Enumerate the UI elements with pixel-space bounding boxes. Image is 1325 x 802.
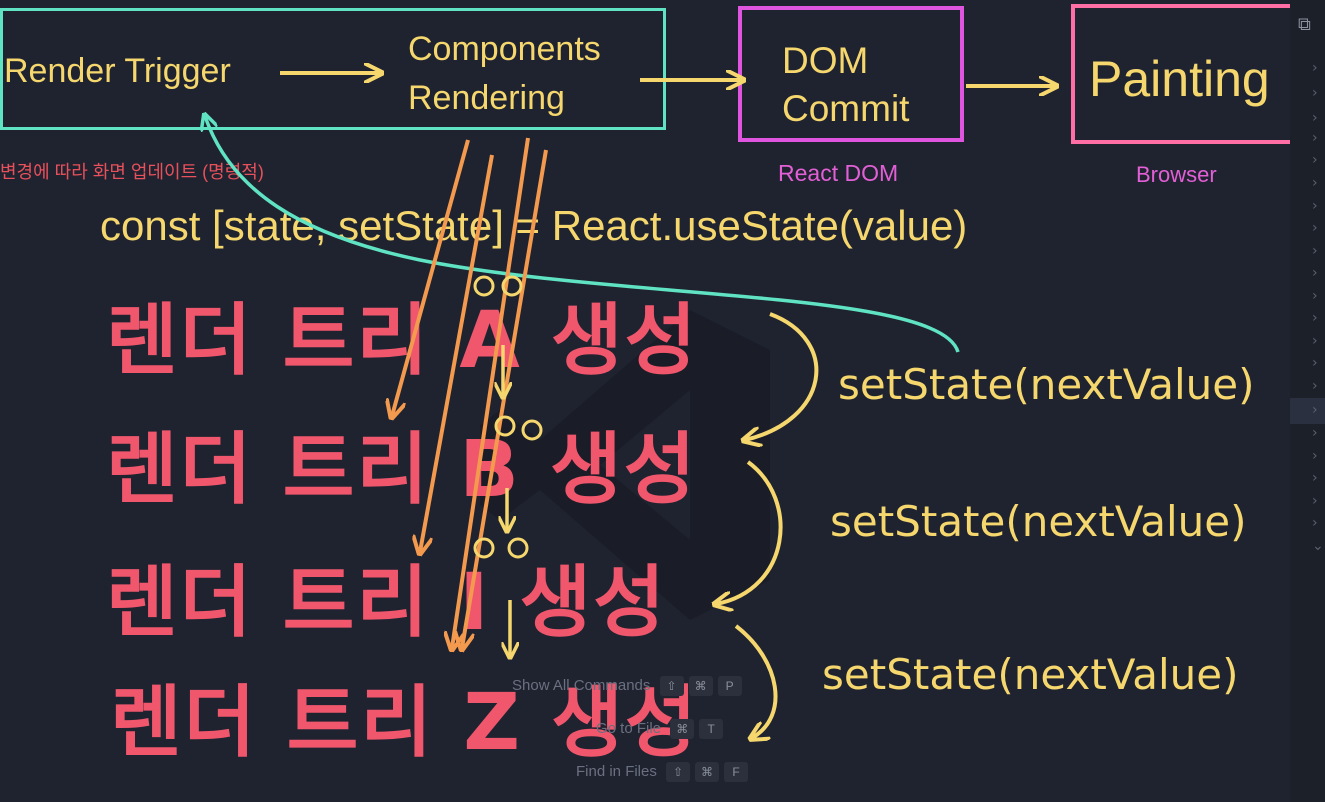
set-state-label-2: setState(nextValue) [830, 497, 1247, 546]
chevron-right-icon[interactable]: › [1312, 175, 1318, 191]
p-key: P [717, 676, 742, 696]
render-tree-i-label: 렌더 트리 I 생성 [106, 558, 668, 648]
curve-arrow-i-to-z [734, 624, 778, 738]
shift-key: ⇧ [659, 676, 684, 696]
set-state-label-1: setState(nextValue) [838, 360, 1255, 409]
chevron-right-icon[interactable]: › [1312, 402, 1318, 418]
render-tree-b-label: 렌더 트리 B 생성 [106, 425, 698, 515]
gutter-selected-row [1290, 398, 1325, 424]
chevron-right-icon[interactable]: › [1312, 265, 1318, 281]
chevron-right-icon[interactable]: › [1312, 425, 1318, 441]
use-state-code: const [state, setState] = React.useState… [100, 202, 968, 249]
imperative-update-note: 변경에 따라 화면 업데이트 (명령적) [0, 162, 264, 182]
browser-caption: Browser [1136, 162, 1217, 187]
chevron-right-icon[interactable]: › [1312, 85, 1318, 101]
render-trigger-label: Render Trigger [4, 52, 231, 90]
palette-show-all-commands[interactable]: Show All Commands ⇧⌘P [512, 676, 742, 696]
cmd-key: ⌘ [670, 719, 695, 739]
cmd-key: ⌘ [688, 676, 713, 696]
chevron-right-icon[interactable]: › [1312, 378, 1318, 394]
chevron-right-icon[interactable]: › [1312, 493, 1318, 509]
chevron-right-icon[interactable]: › [1312, 333, 1318, 349]
dom-label: DOM [782, 40, 869, 81]
palette-go-to-file[interactable]: Go to File ⌘T [596, 719, 724, 739]
chevron-right-icon[interactable]: › [1312, 220, 1318, 236]
rendering-label: Rendering [408, 79, 565, 117]
chevron-down-icon[interactable]: ⌄ [1312, 538, 1324, 554]
palette-label: Find in Files [576, 762, 657, 780]
palette-label: Go to File [596, 719, 662, 737]
chevron-right-icon[interactable]: › [1312, 310, 1318, 326]
palette-label: Show All Commands [512, 676, 651, 694]
copy-icon[interactable]: ⧉ [1298, 14, 1311, 35]
f-key: F [724, 762, 749, 782]
cmd-key: ⌘ [695, 762, 720, 782]
chevron-right-icon[interactable]: › [1312, 60, 1318, 76]
chevron-right-icon[interactable]: › [1312, 515, 1318, 531]
chevron-right-icon[interactable]: › [1312, 288, 1318, 304]
react-dom-caption: React DOM [778, 160, 899, 186]
chevron-right-icon[interactable]: › [1312, 448, 1318, 464]
components-label: Components [408, 30, 601, 68]
chevron-right-icon[interactable]: › [1312, 355, 1318, 371]
render-tree-a-label: 렌더 트리 A 생성 [106, 296, 699, 386]
chevron-right-icon[interactable]: › [1312, 130, 1318, 146]
t-key: T [699, 719, 724, 739]
chevron-right-icon[interactable]: › [1312, 110, 1318, 126]
chevron-right-icon[interactable]: › [1312, 198, 1318, 214]
commit-label: Commit [782, 88, 910, 129]
painting-label: Painting [1089, 51, 1270, 107]
render-tree-z-label: 렌더 트리 Z 생성 [110, 678, 699, 768]
set-state-label-3: setState(nextValue) [822, 650, 1239, 699]
palette-find-in-files[interactable]: Find in Files ⇧⌘F [576, 762, 749, 782]
vscode-watermark-icon [480, 310, 770, 620]
shift-key: ⇧ [666, 762, 691, 782]
chevron-right-icon[interactable]: › [1312, 152, 1318, 168]
chevron-right-icon[interactable]: › [1312, 470, 1318, 486]
chevron-right-icon[interactable]: › [1312, 243, 1318, 259]
